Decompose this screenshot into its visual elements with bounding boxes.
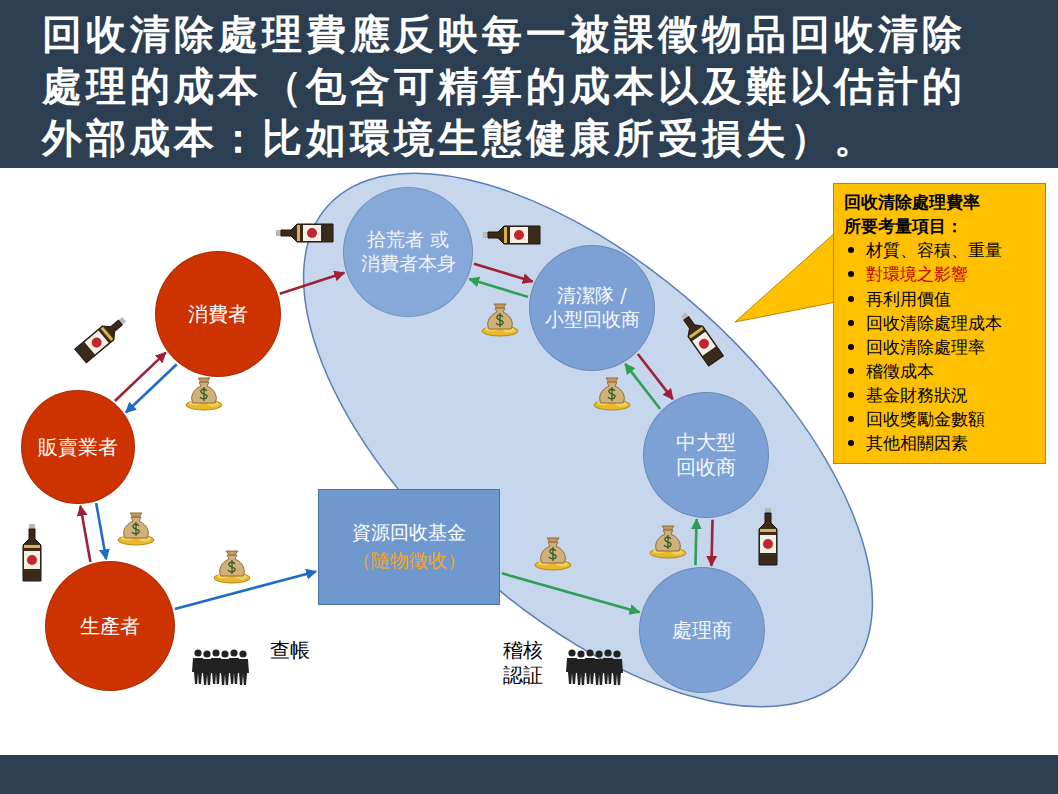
callout-row: 材質、容積、重量 [844, 238, 1037, 262]
node-label: 消費者 [168, 302, 268, 327]
node-label: 生產者 [60, 614, 160, 639]
callout-row: 稽徵成本 [844, 359, 1037, 383]
callout-item: 其他相關因素 [866, 431, 968, 455]
bullet-dot [848, 392, 854, 398]
bullet-dot [848, 344, 854, 350]
callout-item: 回收清除處理成本 [866, 311, 1002, 335]
flow-arrow [175, 572, 316, 609]
node-label: 販賣業者 [28, 435, 128, 460]
actor-circle: 消費者 [155, 251, 281, 377]
callout-item: 基金財務狀況 [866, 383, 968, 407]
bullet-dot [848, 296, 854, 302]
callout-pointer [735, 232, 836, 322]
callout-row: 對環境之影響 [844, 262, 1037, 286]
flow-arrow [280, 273, 345, 294]
fund-name: 資源回收基金 [352, 519, 466, 547]
callout-box: 回收清除處理費率 所要考量項目：材質、容積、重量對環境之影響再利用價值回收清除處… [833, 183, 1046, 464]
fund-box: 資源回收基金（隨物徵收） [318, 489, 500, 605]
node-label: 清潔隊 / 小型回收商 [540, 284, 644, 332]
footer-band [0, 755, 1058, 794]
flow-arrow [115, 353, 166, 401]
callout-row: 回收獎勵金數額 [844, 407, 1037, 431]
bullet-dot [848, 368, 854, 374]
callout-item: 回收獎勵金數額 [866, 407, 985, 431]
callout-item: 對環境之影響 [866, 262, 968, 286]
recycler-circle: 中大型 回收商 [643, 392, 769, 518]
node-label: 中大型 回收商 [656, 430, 756, 480]
flow-arrow [625, 364, 660, 409]
bullet-dot [848, 320, 854, 326]
recycler-circle: 處理商 [639, 567, 765, 693]
callout-row: 再利用價值 [844, 287, 1037, 311]
bullet-dot [848, 271, 854, 277]
flow-arrow [474, 264, 533, 282]
flow-arrow [502, 573, 640, 612]
callout-row: 其他相關因素 [844, 431, 1037, 455]
fund-note: （隨物徵收） [352, 547, 466, 575]
actor-circle: 販賣業者 [21, 390, 135, 504]
callout-row: 基金財務狀況 [844, 383, 1037, 407]
callout-item: 再利用價值 [866, 287, 951, 311]
flow-arrow [80, 506, 90, 562]
callout-item: 回收清除處理率 [866, 335, 985, 359]
actor-circle: 生產者 [45, 561, 175, 691]
bullet-dot [848, 440, 854, 446]
audit-label: 查帳 [270, 638, 330, 663]
callout-row: 回收清除處理成本 [844, 311, 1037, 335]
recycler-circle: 拾荒者 或 消費者本身 [343, 187, 473, 317]
callout-item: 材質、容積、重量 [866, 238, 1002, 262]
recycler-circle: 清潔隊 / 小型回收商 [529, 245, 655, 371]
callout-heading: 回收清除處理費率 所要考量項目： [844, 190, 1037, 238]
node-label: 處理商 [652, 618, 752, 643]
title-text: 回收清除處理費應反映每一被課徵物品回收清除 處理的成本（包含可精算的成本以及難以… [42, 8, 1042, 164]
bullet-dot [848, 416, 854, 422]
flow-arrow [96, 503, 106, 559]
flow-arrow [638, 354, 673, 399]
bullet-dot [848, 247, 854, 253]
audit-label: 稽核 認証 [503, 638, 549, 688]
flow-arrow [711, 520, 712, 566]
callout-item: 稽徵成本 [866, 359, 934, 383]
callout-row: 回收清除處理率 [844, 335, 1037, 359]
flow-arrow [126, 364, 177, 412]
people-icons [192, 649, 623, 685]
node-label: 拾荒者 或 消費者本身 [352, 228, 464, 276]
flow-arrow [695, 519, 696, 565]
flow-arrow [469, 279, 528, 297]
